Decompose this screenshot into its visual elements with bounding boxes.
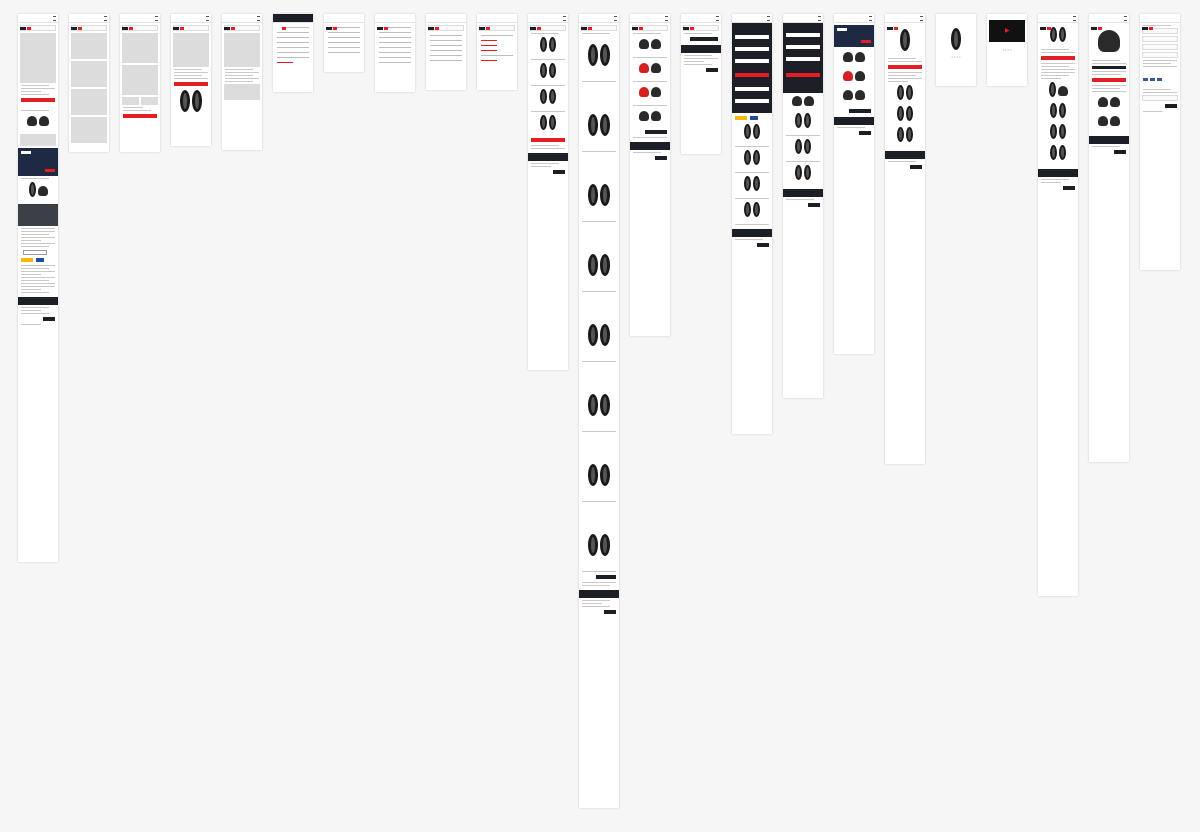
footer-newsletter — [885, 151, 925, 159]
helmet-icon — [639, 63, 649, 73]
footer-newsletter — [1089, 136, 1129, 144]
footer-newsletter — [18, 297, 58, 305]
tire-icon — [28, 182, 36, 197]
footer-newsletter — [681, 45, 721, 53]
menu-icon[interactable] — [206, 15, 209, 21]
screen-checkout-form[interactable] — [1140, 14, 1180, 270]
yamaha-banner[interactable] — [834, 25, 874, 47]
hero-placeholder — [20, 33, 56, 83]
menu-icon[interactable] — [53, 15, 56, 21]
footer-newsletter — [630, 142, 670, 150]
menu-icon[interactable] — [767, 15, 770, 21]
menu-icon[interactable] — [665, 15, 668, 21]
screen-home[interactable] — [18, 14, 58, 562]
screen-menu-sub-3[interactable] — [426, 14, 466, 90]
menu-icon[interactable] — [869, 15, 872, 21]
screen-menu-sub-2[interactable] — [375, 14, 415, 92]
helmet-icon — [1098, 30, 1120, 52]
footer-newsletter — [834, 117, 874, 125]
screen-menu-sub-1[interactable] — [324, 14, 364, 72]
model-picker-panel[interactable] — [783, 23, 823, 93]
add-to-cart-button[interactable] — [1092, 78, 1126, 82]
screen-product-tire[interactable] — [885, 14, 925, 464]
continue-button[interactable] — [1165, 104, 1177, 108]
screen-model-selector[interactable] — [732, 14, 772, 434]
menu-icon[interactable] — [155, 15, 158, 21]
screen-gear-listing[interactable] — [630, 14, 670, 336]
menu-icon[interactable] — [818, 15, 821, 21]
lifestyle-photo — [18, 204, 58, 226]
play-icon[interactable] — [989, 20, 1025, 42]
menu-item-highlight[interactable] — [277, 62, 293, 63]
menu-icon[interactable] — [614, 15, 617, 21]
promo-cta-button[interactable] — [45, 169, 55, 172]
screen-tire-listing-long[interactable] — [579, 14, 619, 808]
screen-product-detail-long[interactable] — [1038, 14, 1078, 596]
brand-logo — [20, 17, 31, 30]
model-picker-panel[interactable] — [732, 23, 772, 113]
footer-newsletter — [579, 590, 619, 598]
primary-button[interactable] — [21, 98, 55, 102]
screen-menu-sub-4[interactable] — [477, 14, 517, 90]
menu-icon[interactable] — [104, 15, 107, 21]
menu-icon[interactable] — [563, 15, 566, 21]
screen-menu-main[interactable] — [273, 14, 313, 92]
screen-category-parts[interactable] — [222, 14, 262, 150]
primary-button[interactable] — [123, 114, 157, 118]
menu-icon[interactable] — [716, 15, 719, 21]
primary-button[interactable] — [174, 82, 208, 86]
form-input[interactable] — [1142, 28, 1178, 34]
brand-logo-secondary — [36, 258, 44, 262]
footer-newsletter — [1038, 169, 1078, 177]
outline-button[interactable] — [23, 250, 47, 255]
add-to-cart-button[interactable] — [1041, 56, 1075, 60]
screen-gallery-image[interactable]: • • • • — [936, 14, 976, 86]
screen-tire-listing[interactable] — [528, 14, 568, 370]
tire-icon — [180, 90, 190, 112]
promo-banner[interactable] — [18, 148, 58, 176]
screen-yamaha-selector[interactable] — [783, 14, 823, 398]
screen-accessories[interactable] — [834, 14, 874, 354]
helmet-icon — [27, 116, 37, 126]
footer-newsletter — [732, 229, 772, 237]
menu-icon[interactable] — [1124, 15, 1127, 21]
confirm-button[interactable] — [786, 73, 820, 77]
screen-category-cards[interactable] — [120, 14, 160, 152]
menu-icon[interactable] — [920, 15, 923, 21]
footer-newsletter — [783, 189, 823, 197]
menu-icon[interactable] — [257, 15, 260, 21]
add-to-cart-button[interactable] — [888, 65, 922, 69]
footer-button[interactable] — [43, 317, 55, 321]
tire-icon — [540, 37, 547, 52]
screen-category-skeleton[interactable] — [69, 14, 109, 152]
screen-gallery-video[interactable]: • • • • — [987, 14, 1027, 86]
screen-filter-results[interactable] — [681, 14, 721, 154]
menu-icon[interactable] — [1073, 15, 1076, 21]
confirm-button[interactable] — [735, 73, 769, 77]
header-bar — [18, 14, 58, 30]
load-more-button[interactable] — [531, 138, 565, 142]
screen-product-helmet[interactable] — [1089, 14, 1129, 462]
screen-category-tires[interactable] — [171, 14, 211, 146]
footer-newsletter — [528, 153, 568, 161]
pirelli-logo — [21, 258, 33, 262]
